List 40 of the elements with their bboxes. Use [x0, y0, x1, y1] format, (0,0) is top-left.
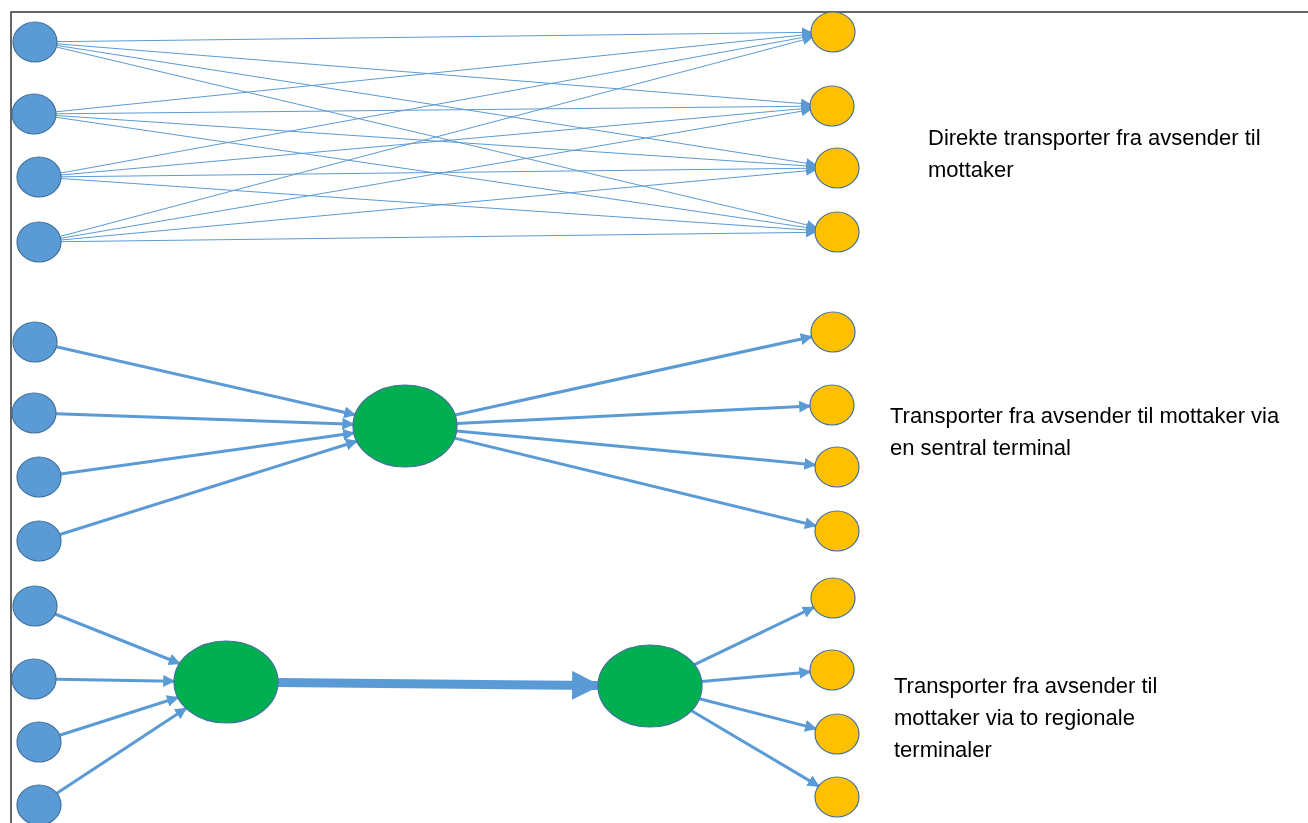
sender-node — [16, 784, 62, 823]
receiver-node — [814, 776, 860, 818]
receiver-node — [810, 311, 856, 353]
sender-node — [11, 658, 57, 700]
arrow — [59, 695, 179, 737]
sender-node — [11, 392, 57, 434]
terminal-node — [352, 384, 458, 468]
receiver-node — [809, 649, 855, 691]
sender-node — [12, 21, 58, 63]
receiver-node — [810, 11, 856, 53]
section-caption: Direkte transporter fra avsender til mottaker — [928, 124, 1262, 184]
receiver-node — [809, 85, 855, 127]
receiver-node — [814, 446, 860, 488]
arrow — [690, 709, 820, 788]
sender-node — [12, 585, 58, 627]
arrow — [454, 436, 817, 530]
arrow — [59, 438, 358, 536]
terminal-node — [173, 640, 279, 724]
receiver-node — [814, 510, 860, 552]
sender-node — [11, 93, 57, 135]
receiver-node — [814, 713, 860, 755]
sender-node — [16, 221, 62, 263]
receiver-node — [810, 577, 856, 619]
terminal-node — [597, 644, 703, 728]
sender-node — [16, 156, 62, 198]
arrow — [55, 707, 188, 795]
receiver-node — [814, 211, 860, 253]
receiver-node — [814, 147, 860, 189]
arrow — [693, 606, 815, 667]
sender-node — [12, 321, 58, 363]
receiver-node — [809, 384, 855, 426]
arrow — [699, 697, 817, 732]
arrow — [454, 333, 813, 417]
sender-node — [16, 456, 62, 498]
sender-node — [16, 520, 62, 562]
arrow — [60, 428, 355, 476]
sender-node — [16, 721, 62, 763]
arrow — [54, 612, 181, 666]
section-caption: Transporter fra avsender til mottaker via to regionale terminaler — [894, 672, 1159, 764]
section-caption: Transporter fra avsender til mottaker via en sentral terminal — [890, 402, 1281, 462]
